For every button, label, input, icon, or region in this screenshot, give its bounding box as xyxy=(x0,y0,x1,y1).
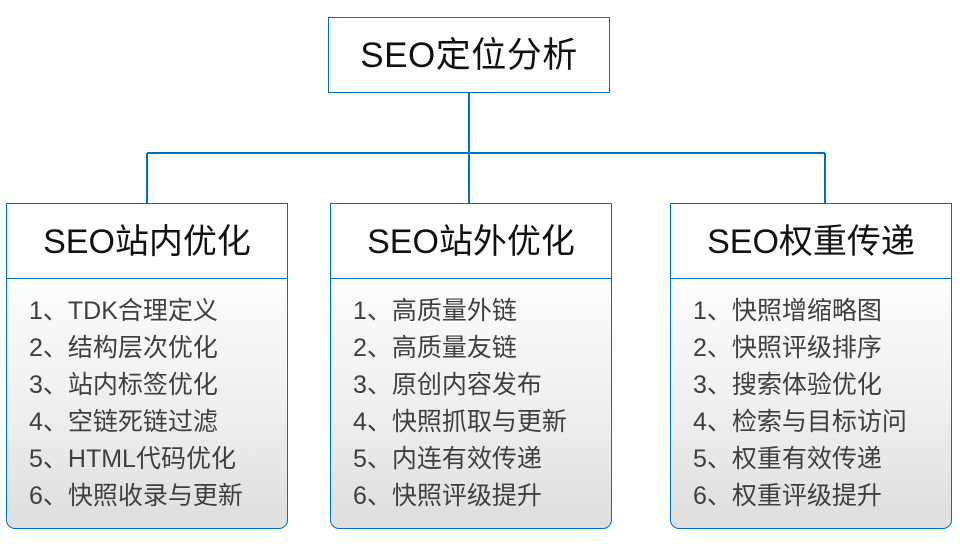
list-item: 3、搜索体验优化 xyxy=(693,371,882,400)
list-item: 4、检索与目标访问 xyxy=(693,408,907,437)
list-item: 1、TDK合理定义 xyxy=(29,297,218,326)
list-item: 6、快照评级提升 xyxy=(353,482,542,511)
branch-list-3: 1、快照增缩略图 2、快照评级排序 3、搜索体验优化 4、检索与目标访问 5、权… xyxy=(671,293,907,515)
list-item: 4、快照抓取与更新 xyxy=(353,408,567,437)
list-item: 1、快照增缩略图 xyxy=(693,297,882,326)
branch-column-2: SEO站外优化 1、高质量外链 2、高质量友链 3、原创内容发布 4、快照抓取与… xyxy=(330,203,612,530)
branch-header-label-2: SEO站外优化 xyxy=(367,222,575,261)
root-node-label: SEO定位分析 xyxy=(360,35,578,75)
branch-header-2[interactable]: SEO站外优化 xyxy=(330,203,612,280)
list-item: 2、高质量友链 xyxy=(353,334,517,363)
list-item: 6、权重评级提升 xyxy=(693,482,882,511)
list-item: 6、快照收录与更新 xyxy=(29,482,243,511)
branch-header-3[interactable]: SEO权重传递 xyxy=(670,203,952,280)
branch-body-2: 1、高质量外链 2、高质量友链 3、原创内容发布 4、快照抓取与更新 5、内连有… xyxy=(330,278,612,530)
list-item: 4、空链死链过滤 xyxy=(29,408,218,437)
list-item: 5、HTML代码优化 xyxy=(29,445,236,474)
root-node[interactable]: SEO定位分析 xyxy=(328,17,610,93)
list-item: 3、原创内容发布 xyxy=(353,371,542,400)
branch-header-label-3: SEO权重传递 xyxy=(707,222,915,261)
branch-body-1: 1、TDK合理定义 2、结构层次优化 3、站内标签优化 4、空链死链过滤 5、H… xyxy=(6,278,288,530)
list-item: 5、内连有效传递 xyxy=(353,445,542,474)
branch-header-1[interactable]: SEO站内优化 xyxy=(6,203,288,280)
branch-body-3: 1、快照增缩略图 2、快照评级排序 3、搜索体验优化 4、检索与目标访问 5、权… xyxy=(670,278,952,530)
branch-list-1: 1、TDK合理定义 2、结构层次优化 3、站内标签优化 4、空链死链过滤 5、H… xyxy=(7,293,243,515)
branch-header-label-1: SEO站内优化 xyxy=(43,222,251,261)
list-item: 2、结构层次优化 xyxy=(29,334,218,363)
list-item: 5、权重有效传递 xyxy=(693,445,882,474)
list-item: 2、快照评级排序 xyxy=(693,334,882,363)
branch-column-3: SEO权重传递 1、快照增缩略图 2、快照评级排序 3、搜索体验优化 4、检索与… xyxy=(670,203,952,530)
list-item: 1、高质量外链 xyxy=(353,297,517,326)
branch-column-1: SEO站内优化 1、TDK合理定义 2、结构层次优化 3、站内标签优化 4、空链… xyxy=(6,203,288,530)
branch-list-2: 1、高质量外链 2、高质量友链 3、原创内容发布 4、快照抓取与更新 5、内连有… xyxy=(331,293,567,515)
list-item: 3、站内标签优化 xyxy=(29,371,218,400)
